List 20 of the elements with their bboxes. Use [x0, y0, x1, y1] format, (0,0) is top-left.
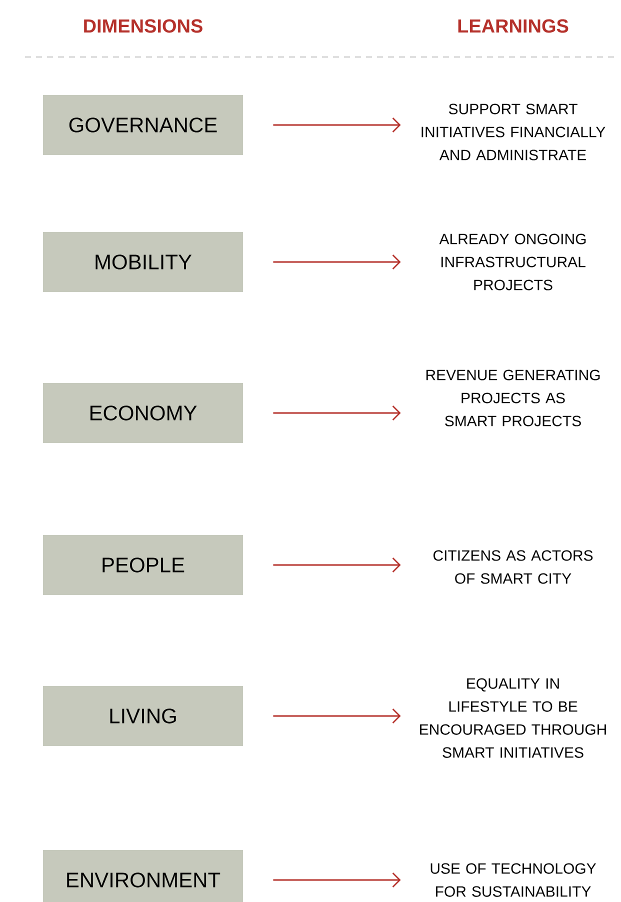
arrow: [273, 118, 401, 132]
arrow: [273, 254, 401, 270]
learning-text: ALREADY ONGOING INFRASTRUCTURAL PROJECTS: [439, 234, 586, 290]
column-heading: LEARNINGS: [458, 19, 568, 33]
dimension-box: GOVERNANCE: [43, 95, 243, 155]
column-heading: DIMENSIONS: [84, 19, 202, 33]
dimension-box: ECONOMY: [43, 383, 243, 443]
learning-text: SUPPORT SMART INITIATIVES FINANCIALLY AND ADMINISTRATE: [422, 104, 606, 160]
dimension-box: MOBILITY: [43, 232, 243, 292]
arrow: [273, 558, 401, 572]
learning-text: CITIZENS AS ACTORS OF SMART CITY: [433, 550, 593, 584]
learning-text: EQUALITY IN LIFESTYLE TO BE ENCOURAGED THROUGH SMART INITIATIVES: [420, 678, 606, 758]
arrow: [273, 406, 401, 420]
dimension-box: ENVIRONMENT: [43, 850, 243, 902]
arrow: [273, 708, 401, 724]
dimension-box: LIVING: [43, 686, 243, 746]
dimension-box: PEOPLE: [43, 535, 243, 595]
learning-text: REVENUE GENERATING PROJECTS AS SMART PROJECTS: [426, 370, 600, 426]
learning-text: USE OF TECHNOLOGY FOR SUSTAINABILITY: [430, 863, 596, 897]
arrow: [273, 872, 401, 888]
